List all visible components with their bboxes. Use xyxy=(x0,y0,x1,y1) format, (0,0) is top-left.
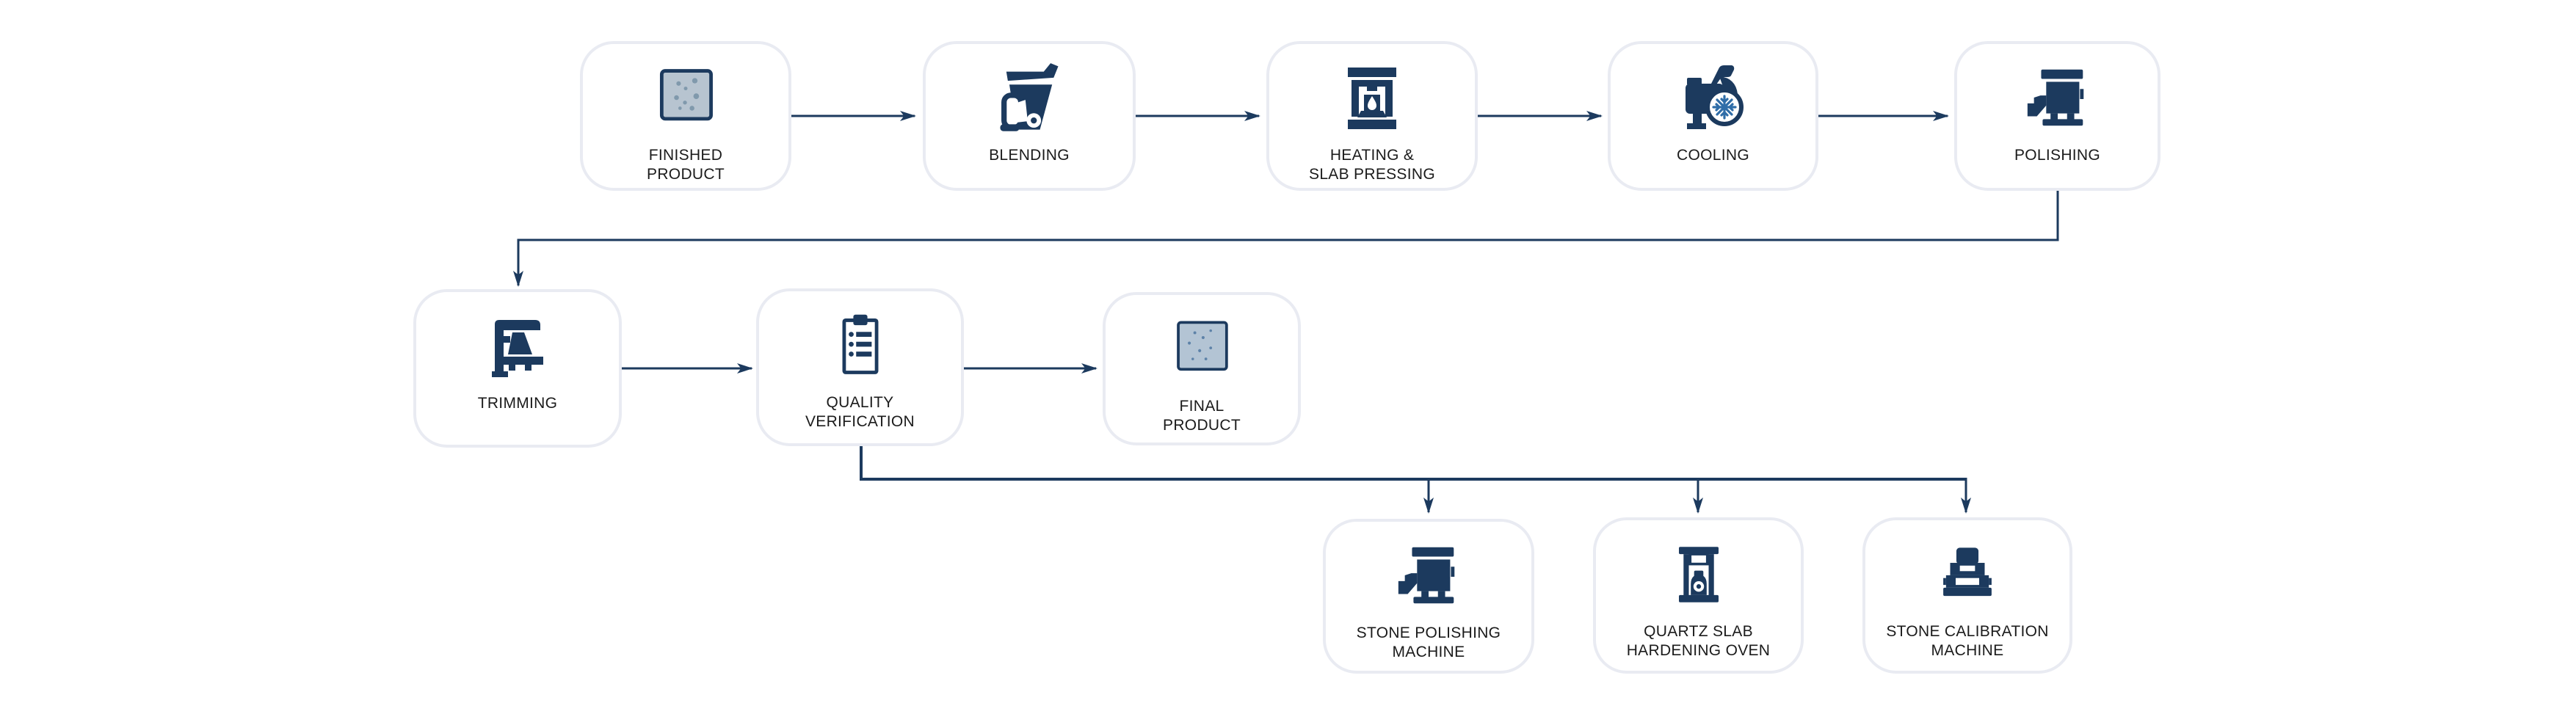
node-heating-slab-pressing: HEATING & SLAB PRESSING xyxy=(1266,41,1478,191)
node-label: STONE CALIBRATION MACHINE xyxy=(1886,623,2049,659)
speckled-slab-icon xyxy=(1158,313,1246,386)
node-label: COOLING xyxy=(1677,147,1749,164)
node-stone-polishing-machine: STONE POLISHING MACHINE xyxy=(1323,519,1534,674)
node-final-product: FINAL PRODUCT xyxy=(1103,292,1301,445)
arrow-polishing-to-trimming xyxy=(513,191,2059,287)
node-blending: BLENDING xyxy=(923,41,1136,191)
node-finished-product: FINISHED PRODUCT xyxy=(580,41,791,191)
speckled-slab-icon xyxy=(642,62,730,135)
node-trimming: TRIMMING xyxy=(413,289,622,448)
node-label: QUARTZ SLAB HARDENING OVEN xyxy=(1626,623,1771,659)
cooling-machine-icon xyxy=(1669,62,1757,135)
node-label: FINAL PRODUCT xyxy=(1163,398,1241,434)
blending-mixer-icon xyxy=(985,62,1073,135)
trimming-machine-icon xyxy=(474,310,562,383)
node-label: POLISHING xyxy=(2014,147,2101,164)
press-furnace-icon xyxy=(1328,62,1416,135)
node-quartz-slab-hardening-oven: QUARTZ SLAB HARDENING OVEN xyxy=(1593,517,1804,674)
node-stone-calibration-machine: STONE CALIBRATION MACHINE xyxy=(1862,517,2072,674)
polishing-machine-icon xyxy=(1385,539,1473,613)
node-label: TRIMMING xyxy=(477,395,558,412)
node-label: HEATING & SLAB PRESSING xyxy=(1309,147,1435,183)
node-label: QUALITY VERIFICATION xyxy=(805,394,915,430)
calibration-machine-icon xyxy=(1923,538,2011,611)
branch-trunk-line xyxy=(860,446,1966,481)
node-polishing: POLISHING xyxy=(1954,41,2160,191)
polishing-machine-icon xyxy=(2014,62,2102,135)
hardening-oven-icon xyxy=(1655,538,1743,611)
checklist-clipboard-icon xyxy=(816,309,904,382)
node-label: FINISHED PRODUCT xyxy=(647,147,725,183)
node-label: BLENDING xyxy=(989,147,1070,164)
node-quality-verification: QUALITY VERIFICATION xyxy=(756,288,964,446)
node-label: STONE POLISHING MACHINE xyxy=(1356,624,1501,660)
node-cooling: COOLING xyxy=(1608,41,1818,191)
